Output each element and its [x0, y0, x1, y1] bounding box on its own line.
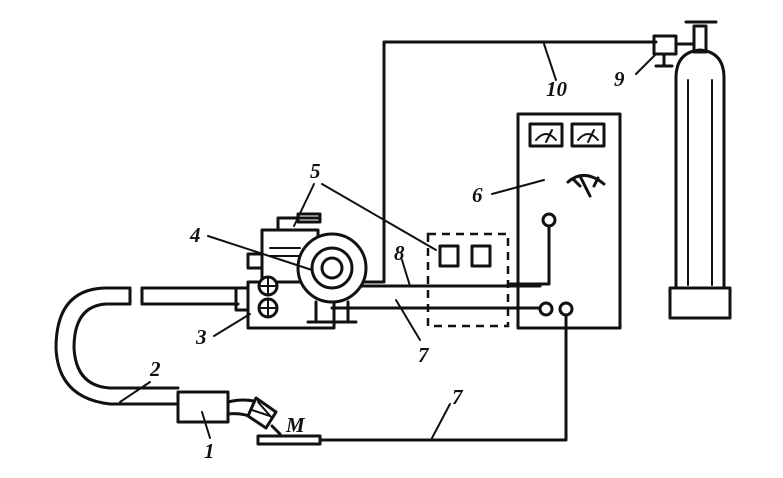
label-workpiece: M: [285, 413, 306, 437]
label-7a: 7: [418, 343, 430, 367]
control-box: [426, 232, 510, 328]
control-cable: [506, 224, 551, 286]
leader-1: [201, 411, 211, 439]
label-8: 8: [394, 241, 405, 265]
leader-7b: [431, 403, 451, 439]
label-1: 1: [204, 439, 215, 463]
label-4: 4: [189, 223, 201, 247]
leader-5b: [321, 183, 437, 251]
leader-3: [213, 313, 251, 337]
leader-4: [207, 235, 313, 271]
gas-regulator: [652, 34, 696, 68]
label-9: 9: [614, 67, 625, 91]
welding-torch: [176, 390, 282, 436]
wire-spool: [296, 232, 368, 324]
leader-8: [401, 259, 411, 287]
welding-hose: [54, 286, 240, 406]
workpiece: [256, 434, 322, 446]
label-3: 3: [195, 325, 207, 349]
return-cable: [318, 313, 568, 442]
leader-5a: [293, 183, 315, 227]
power-source: [516, 112, 622, 330]
label-5: 5: [310, 159, 321, 183]
label-7b: 7: [452, 385, 464, 409]
leader-10: [543, 43, 557, 81]
gas-cylinder: [668, 20, 732, 320]
leader-9: [635, 53, 657, 75]
leader-6: [491, 179, 545, 195]
gas-hose-10: [358, 40, 658, 284]
label-6: 6: [472, 183, 483, 207]
label-2: 2: [149, 357, 161, 381]
label-10: 10: [546, 77, 568, 101]
leader-2: [119, 381, 151, 403]
leader-7a: [395, 299, 421, 341]
